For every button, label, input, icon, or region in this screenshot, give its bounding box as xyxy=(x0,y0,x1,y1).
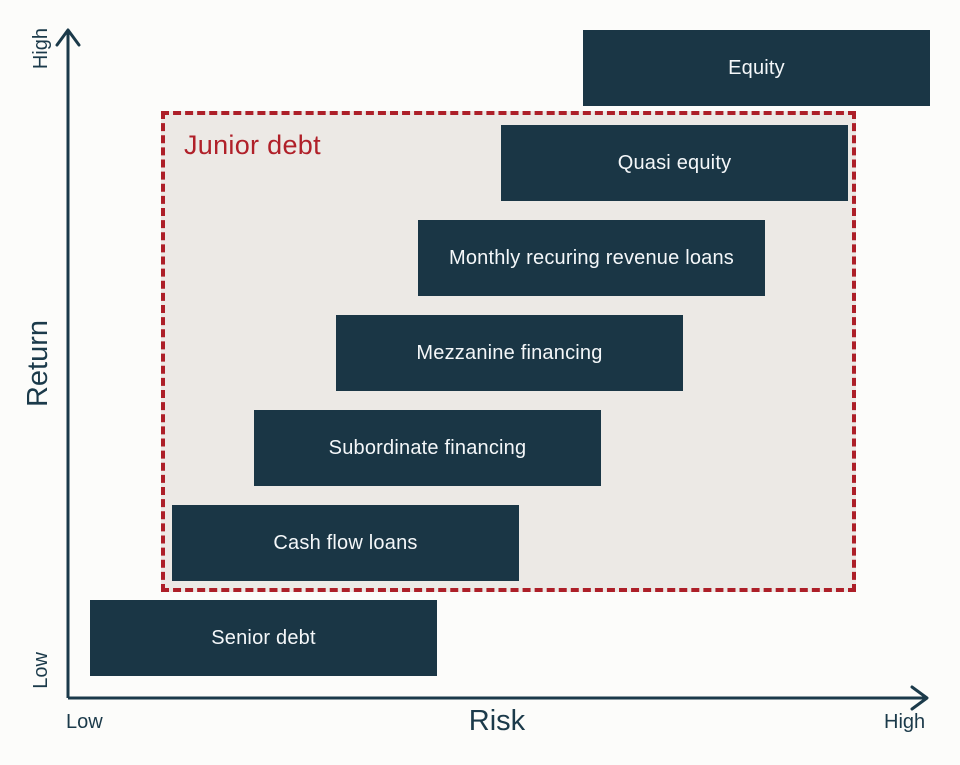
box-cash-flow-loans: Cash flow loans xyxy=(172,505,519,581)
y-axis-label-low: Low xyxy=(30,652,52,689)
box-label: Monthly recuring revenue loans xyxy=(448,246,735,269)
box-mezzanine-financing: Mezzanine financing xyxy=(336,315,683,391)
y-axis-label-high: High xyxy=(30,28,52,70)
box-monthly-recurring-revenue-loans: Monthly recuring revenue loans xyxy=(418,220,765,296)
box-subordinate-financing: Subordinate financing xyxy=(254,410,601,486)
y-axis-title: Return xyxy=(22,320,54,408)
x-axis-label-low: Low xyxy=(66,711,103,733)
box-label: Subordinate financing xyxy=(328,436,527,459)
box-senior-debt: Senior debt xyxy=(90,600,437,676)
x-axis-arrow-icon xyxy=(910,685,929,711)
y-axis-arrow-icon xyxy=(55,28,81,47)
box-label: Equity xyxy=(728,56,785,79)
x-axis-label-high: High xyxy=(884,711,926,733)
box-quasi-equity: Quasi equity xyxy=(501,125,848,201)
box-label: Cash flow loans xyxy=(273,531,418,554)
box-label: Mezzanine financing xyxy=(416,341,603,364)
box-equity: Equity xyxy=(583,30,930,106)
junior-debt-label: Junior debt xyxy=(184,130,321,160)
box-label: Quasi equity xyxy=(617,151,732,174)
box-label: Senior debt xyxy=(211,626,316,649)
x-axis-title: Risk xyxy=(468,705,526,737)
